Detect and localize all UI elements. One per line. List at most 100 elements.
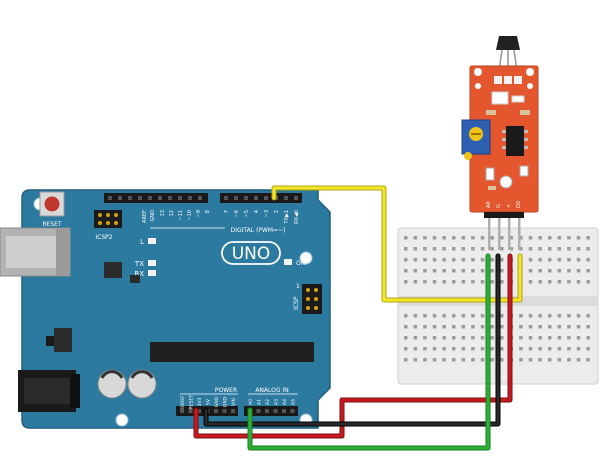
tx-label: TX [134,260,144,268]
breadboard-hole [586,336,590,340]
breadboard-hole [413,280,418,284]
digital-header-right [220,193,302,203]
breadboard-hole [500,347,504,351]
breadboard-hole [509,236,514,240]
breadboard-hole [413,269,418,273]
analog-pin-label: A2 [265,399,271,405]
breadboard-hole [480,325,485,329]
uno-logo: UNO [221,241,281,265]
breadboard-hole [586,347,590,351]
breadboard-hole [471,269,475,273]
breadboard-hole [567,247,571,251]
breadboard-hole [490,280,494,284]
breadboard-hole [404,347,408,351]
digital-pin-label: 7 [224,210,230,213]
analog-label: ANALOG IN [255,387,288,394]
usb-connector [0,227,71,277]
header-pin-hole [254,196,258,200]
analog-pin-label: A5 [291,399,297,405]
breadboard-hole [576,236,581,240]
breadboard-hole [548,247,552,251]
breadboard-hole [432,314,437,318]
breadboard-hole [576,336,581,340]
breadboard-hole [490,347,494,351]
breadboard-hole [480,347,485,351]
breadboard-hole [557,247,562,251]
breadboard-hole [404,336,408,340]
digital-header-left [104,193,208,203]
breadboard-hole [471,236,475,240]
breadboard-hole [413,325,418,329]
capacitor-right [127,369,157,399]
sensor-header-pins [488,218,521,250]
breadboard-hole [413,358,418,362]
header-pin-hole [214,409,218,413]
breadboard-hole [548,269,552,273]
breadboard-hole [461,314,466,318]
breadboard-hole [500,258,504,262]
header-pin-hole [180,409,184,413]
digital-pin-label: 4 [254,210,260,213]
digital-pin-label: RX◀0 [294,210,300,224]
breadboard-hole [567,314,571,318]
breadboard-hole [490,314,494,318]
breadboard-hole [538,347,542,351]
breadboard-hole [500,314,504,318]
header-pin-hole [188,196,192,200]
breadboard-hole [471,347,475,351]
digital-pin-label: ~3 [264,210,270,217]
breadboard-hole [480,258,485,262]
breadboard-hole [423,347,427,351]
header-pin-hole [148,196,152,200]
header-pin-hole [265,409,269,413]
breadboard-hole [490,247,494,251]
reset-button[interactable] [39,191,65,217]
breadboard-hole [404,314,408,318]
header-pin-hole [234,196,238,200]
breadboard-hole [461,247,466,251]
rx-label: RX [134,270,144,278]
on-led [284,259,292,265]
icsp-pin1-label: 1 [296,283,300,290]
breadboard-hole [432,236,437,240]
breadboard-hole [576,269,581,273]
potentiometer [461,119,491,160]
breadboard-hole [471,358,475,362]
breadboard-hole [528,336,533,340]
header-pin-hole [282,409,286,413]
breadboard-hole [480,269,485,273]
breadboard-hole [500,269,504,273]
small-chip [130,275,140,283]
breadboard-hole [576,258,581,262]
breadboard-hole [538,236,542,240]
digital-pin-label: TX▶1 [284,210,290,225]
breadboard-hole [557,269,562,273]
breadboard-hole [490,258,494,262]
header-pin-hole [284,196,288,200]
breadboard-hole [519,347,523,351]
breadboard-hole [548,358,552,362]
breadboard-hole [480,336,485,340]
breadboard-hole [442,280,446,284]
breadboard-hole [576,347,581,351]
breadboard-hole [519,358,523,362]
sensor-pin-label: + [506,204,512,208]
breadboard-hole [413,347,418,351]
breadboard-hole [423,336,427,340]
sensor-pin-label: D0 [516,201,522,208]
breadboard-hole [480,236,485,240]
breadboard-hole [576,247,581,251]
wires [193,185,523,451]
breadboard-hole [500,247,504,251]
breadboard-hole [442,358,446,362]
gnd-top-label: GND [150,210,156,222]
header-pin-hole [197,409,201,413]
breadboard-hole [538,325,542,329]
breadboard-hole [557,258,562,262]
sensor-pin-label: A0 [486,201,492,208]
breadboard-hole [557,236,562,240]
breadboard-hole [490,236,494,240]
breadboard-hole [557,314,562,318]
digital-pin-label: ~10 [187,210,193,221]
digital-pin-label: 8 [205,210,211,213]
